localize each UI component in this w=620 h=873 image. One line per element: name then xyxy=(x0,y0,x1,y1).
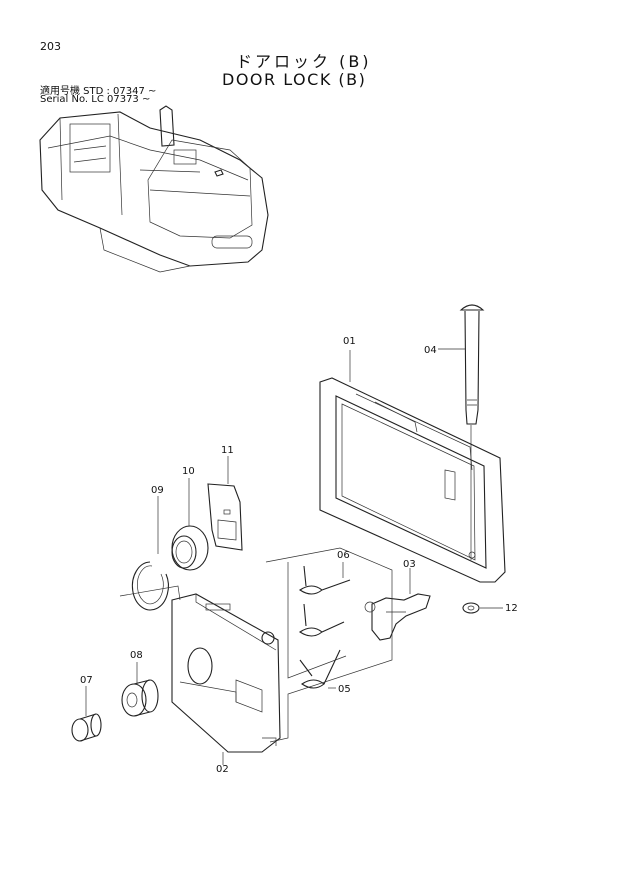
part-01-frame-plate xyxy=(319,377,506,583)
part-12-clip xyxy=(462,602,480,614)
callout-05: 05 xyxy=(338,684,351,695)
callout-03: 03 xyxy=(403,559,416,570)
part-02-lock-body xyxy=(171,593,281,753)
part-10-bushing xyxy=(171,525,209,571)
page-number: 203 xyxy=(40,40,61,53)
page-title-english: DOOR LOCK (B) xyxy=(222,70,367,89)
callout-04: 04 xyxy=(424,345,437,356)
part-11-plate xyxy=(207,483,243,551)
callout-01: 01 xyxy=(343,336,356,347)
assembly-guide-lines xyxy=(119,547,393,743)
part-08-cylinder-housing xyxy=(121,679,159,717)
part-09-snap-ring xyxy=(131,561,169,611)
part-07-key-cylinder xyxy=(71,713,102,742)
callout-11: 11 xyxy=(221,445,234,456)
callout-08: 08 xyxy=(130,650,143,661)
callout-07: 07 xyxy=(80,675,93,686)
callout-12: 12 xyxy=(505,603,518,614)
excavator-location-sketch xyxy=(39,105,269,273)
callout-06: 06 xyxy=(337,550,350,561)
callout-02: 02 xyxy=(216,764,229,775)
part-05-spring-lower xyxy=(299,649,341,689)
page-title-japanese: ドアロック (B) xyxy=(236,52,372,71)
callout-10: 10 xyxy=(182,466,195,477)
serial-applicability-line-1: 適用号機 STD : 07347 ~ xyxy=(40,86,157,97)
callout-09: 09 xyxy=(151,485,164,496)
part-05-spring-upper xyxy=(299,603,345,637)
part-03-latch-lever xyxy=(364,593,431,641)
part-06-spring xyxy=(299,565,351,595)
serial-applicability-line-2: Serial No. LC 07373 ~ xyxy=(40,94,151,105)
part-04-pin xyxy=(459,304,485,425)
